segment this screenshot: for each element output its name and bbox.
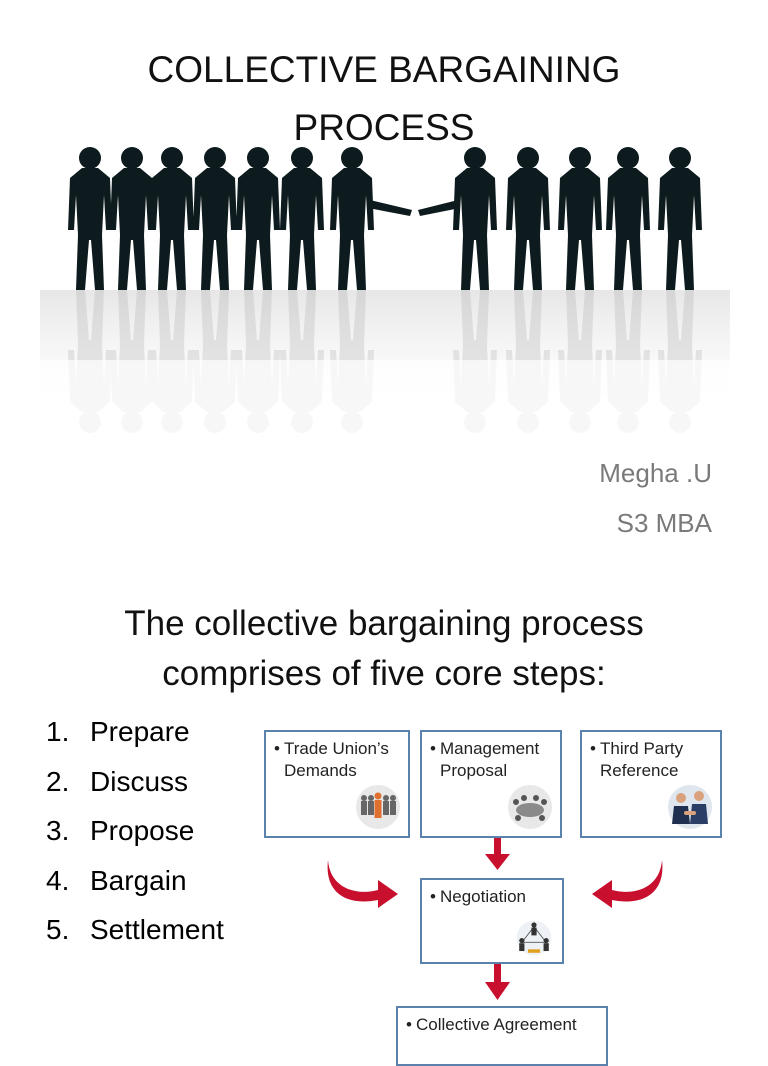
bullet: • <box>406 1015 412 1034</box>
slide-title-line-1: COLLECTIVE BARGAINING <box>147 49 621 90</box>
box-label-line-2: Proposal <box>440 761 508 780</box>
down-arrow-head <box>485 982 510 1000</box>
box-label-line-1: Trade Union’s <box>284 739 389 758</box>
box-label-line-1: Management <box>440 739 540 758</box>
curved-arrow-right <box>592 860 663 908</box>
curved-arrow-left <box>327 860 398 908</box>
bullet: • <box>430 887 436 906</box>
down-arrow-shaft <box>494 964 501 984</box>
handshake-icon <box>668 785 712 829</box>
author-name: Megha .U <box>599 458 712 488</box>
slide-heading-line-1: The collective bargaining process <box>124 604 644 643</box>
management-proposal-box: •Management Proposal <box>420 730 562 838</box>
step-label: Propose <box>90 815 195 846</box>
bullet: • <box>430 739 436 758</box>
box-label-line-1: Collective Agreement <box>416 1015 577 1034</box>
box-label-line-2: Demands <box>284 761 357 780</box>
team-network-icon <box>516 920 552 956</box>
trade-union-demands-box: •Trade Union’s Demands <box>264 730 410 838</box>
bullet: • <box>590 739 596 758</box>
step-label: Prepare <box>90 716 190 747</box>
step-number: 1. <box>46 716 70 747</box>
process-slide: The collective bargaining process compri… <box>0 560 768 1066</box>
step-number: 2. <box>46 765 70 797</box>
bullet: • <box>274 739 280 758</box>
step-label: Discuss <box>90 765 189 797</box>
step-number: 4. <box>46 864 70 896</box>
negotiation-box: •Negotiation <box>420 878 564 964</box>
business-people-silhouettes-icon <box>40 147 730 440</box>
meeting-table-icon <box>508 785 552 829</box>
box-label-line-1: Negotiation <box>440 887 527 906</box>
down-arrow-shaft <box>494 838 501 856</box>
third-party-reference-box: •Third Party Reference <box>580 730 722 838</box>
step-number: 5. <box>46 914 70 945</box>
slide-title-line-2: PROCESS <box>293 107 475 148</box>
step-label: Settlement <box>90 914 224 945</box>
steps-list: 1.Prepare 2.Discuss 3.Propose 4.Bargain … <box>46 712 224 960</box>
list-item: 2. Discuss <box>46 762 224 812</box>
title-slide: COLLECTIVE BARGAINING PROCESS <box>40 49 730 538</box>
list-item: 1. Prepare <box>46 712 224 762</box>
list-item: 3. Propose <box>46 811 224 861</box>
box-label-line-1: Third Party <box>600 739 684 758</box>
collective-agreement-box: •Collective Agreement <box>396 1006 608 1066</box>
step-label: Bargain <box>90 864 187 896</box>
box-label-line-2: Reference <box>600 761 679 780</box>
people-group-icon <box>356 785 400 829</box>
list-item: 5. Settlement <box>46 910 224 960</box>
step-number: 3. <box>46 815 70 846</box>
down-arrow-head <box>485 854 510 870</box>
slide-heading-line-2: comprises of five core steps: <box>162 654 606 693</box>
list-item: 4. Bargain <box>46 861 224 911</box>
author-class: S3 MBA <box>616 508 712 538</box>
